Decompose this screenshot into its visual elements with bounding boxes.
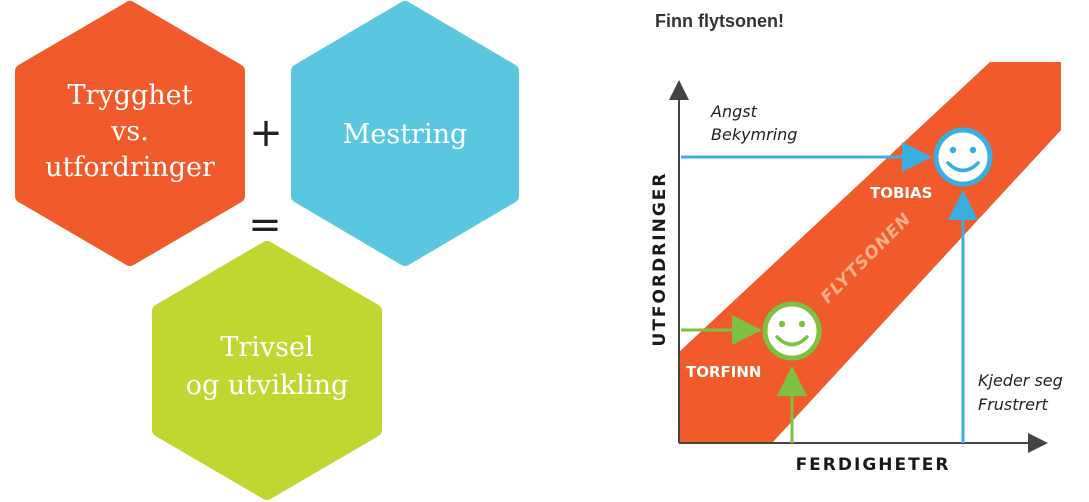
hexagon-trivsel: Trivsel og utvikling xyxy=(152,241,382,500)
hexagon-trygghet-line-2: vs. xyxy=(110,116,149,147)
hexagon-trivsel-line-2: og utvikling xyxy=(186,370,349,401)
hexagon-trygghet-line-3: utfordringer xyxy=(45,152,215,183)
hexagon-trygghet-shape xyxy=(15,1,245,266)
y-axis-label: UTFORDRINGER xyxy=(650,172,670,347)
tobias-smiley-icon xyxy=(933,127,993,187)
plus-sign: + xyxy=(249,110,283,156)
x-axis-label: FERDIGHETER xyxy=(796,455,951,475)
equals-sign: = xyxy=(248,202,282,248)
diagram-title: Finn flytsonen! xyxy=(655,11,784,31)
top-note-line-1: Angst xyxy=(710,102,758,121)
torfinn-label: TORFINN xyxy=(686,363,761,381)
hexagon-mestring-shape xyxy=(291,1,519,266)
hexagon-trygghet-line-1: Trygghet xyxy=(68,80,193,111)
hexagon-mestring: Mestring xyxy=(291,1,519,266)
bottom-note-line-2: Frustrert xyxy=(978,395,1049,414)
hexagon-trygghet: Trygghet vs. utfordringer xyxy=(15,1,245,266)
bottom-note-line-1: Kjeder seg xyxy=(978,371,1063,390)
torfinn-smiley-icon xyxy=(762,301,822,361)
hexagon-trivsel-line-1: Trivsel xyxy=(220,332,313,363)
tobias-label: TOBIAS xyxy=(870,184,932,202)
top-note-line-2: Bekymring xyxy=(711,125,797,144)
hexagon-mestring-line-1: Mestring xyxy=(343,119,468,150)
hexagon-trivsel-shape xyxy=(152,241,382,500)
